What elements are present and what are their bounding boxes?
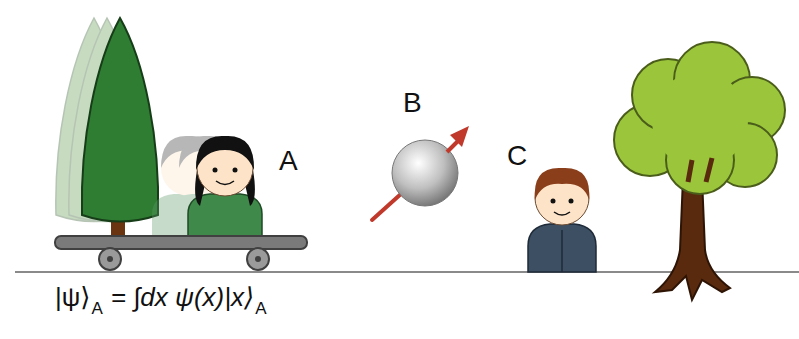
formula-term: |ψ⟩	[55, 284, 90, 310]
particle-label: B	[403, 89, 422, 117]
person-c	[528, 168, 596, 272]
formula-subscript: A	[91, 300, 102, 317]
spin-particle	[372, 126, 469, 220]
person-a	[188, 136, 262, 240]
person-label: C	[507, 142, 527, 170]
cypress-tree	[82, 18, 158, 222]
leafy-tree	[614, 42, 785, 300]
formula-subscript: A	[255, 300, 266, 317]
cart	[55, 236, 307, 270]
formula-term: = ∫dx ψ(x)|x⟩	[111, 284, 254, 310]
person-label: A	[279, 147, 298, 175]
